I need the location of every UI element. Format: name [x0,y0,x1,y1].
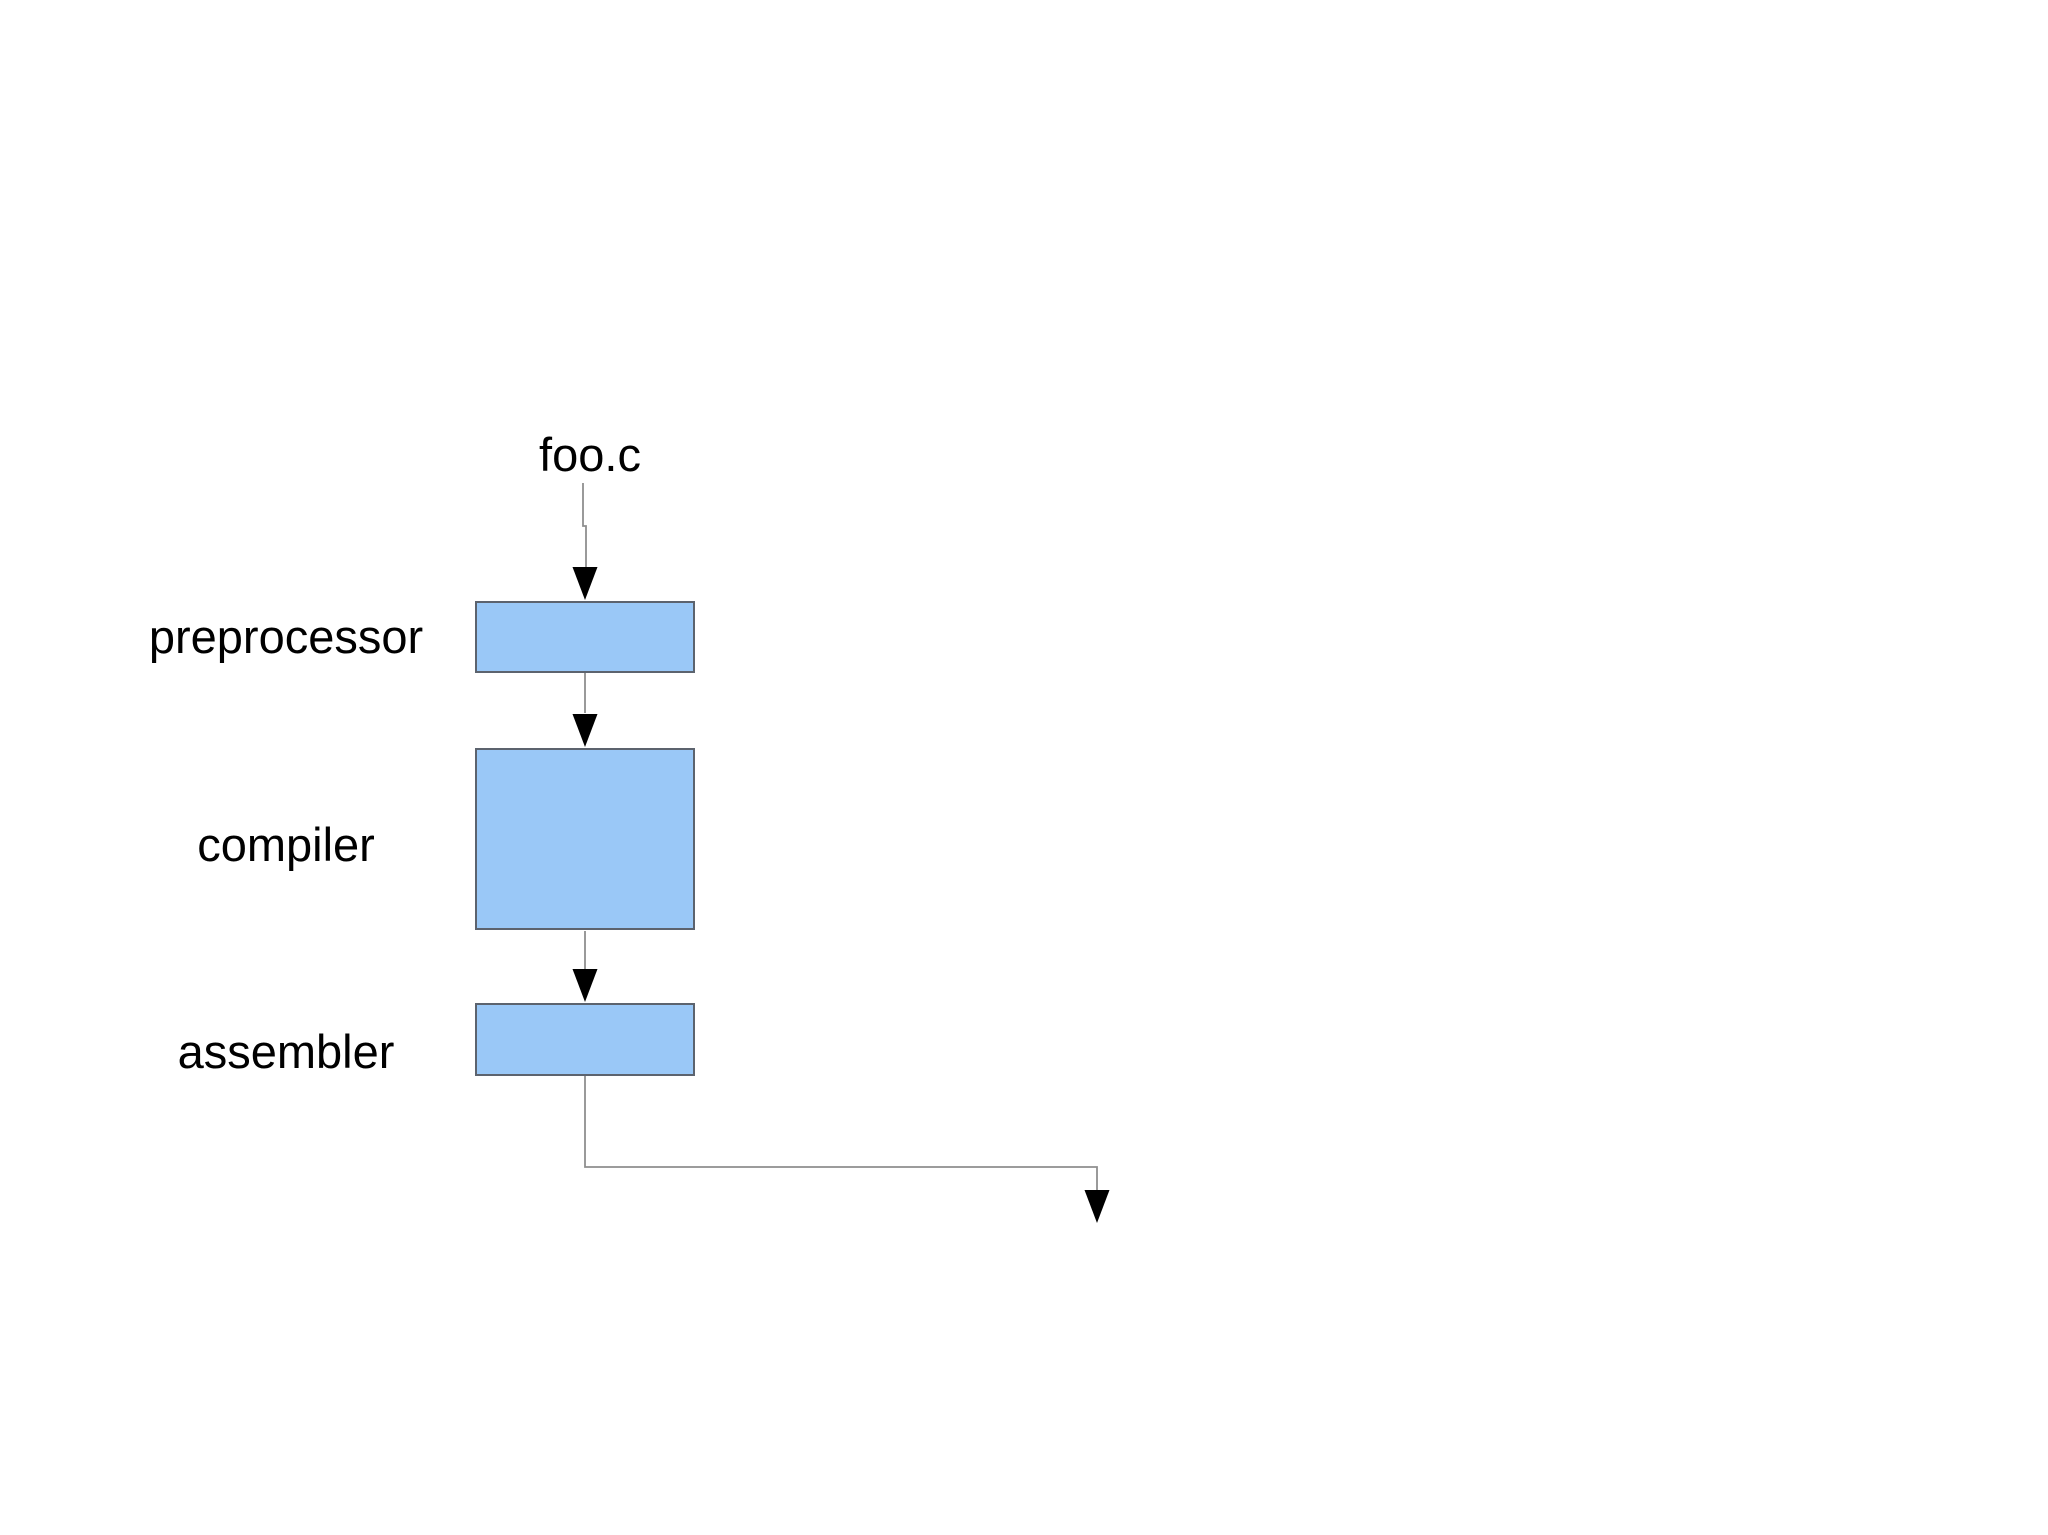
node-label-preprocessor: preprocessor [148,610,424,664]
node-label-assembler: assembler [177,1025,395,1079]
arrowhead-icon-foo-to-preprocessor [572,567,598,600]
source-file-label: foo.c [539,428,641,482]
node-box-assembler [475,1003,695,1076]
node-box-preprocessor [475,601,695,673]
arrowhead-icon-assembler-to-output [1084,1190,1110,1223]
connector-foo-to-preprocessor [582,483,587,567]
arrowhead-icon-preprocessor-to-compiler [572,714,598,747]
connector-assembler-to-output [584,1076,1098,1190]
arrowhead-icon-compiler-to-assembler [572,969,598,1002]
node-label-compiler: compiler [197,818,375,872]
node-box-compiler [475,748,695,930]
